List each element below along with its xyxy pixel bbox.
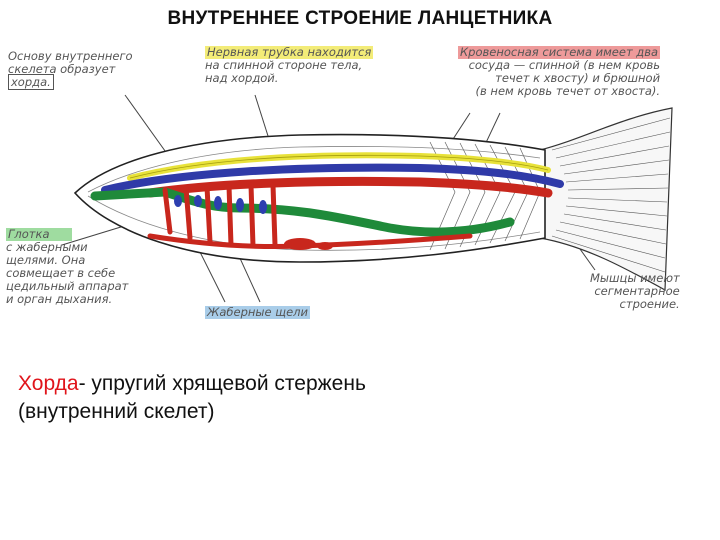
definition-body: - упругий хрящевой стержень bbox=[79, 372, 366, 395]
definition-term: Хорда bbox=[18, 372, 79, 395]
heart-bulb-2 bbox=[317, 242, 333, 250]
note-skeleton-line: хорда. bbox=[8, 74, 54, 90]
note-gills-highlight: Жаберные щели bbox=[205, 306, 310, 319]
note-pharynx-line: и орган дыхания. bbox=[6, 293, 128, 306]
note-gills: Жаберные щели bbox=[205, 306, 310, 319]
note-muscles: Мышцы имеют сегментарное строение. bbox=[590, 272, 680, 311]
note-blood: Кровеносная система имеет два сосуда — с… bbox=[458, 46, 660, 98]
heart-bulb bbox=[284, 238, 316, 250]
note-muscles-line: строение. bbox=[590, 298, 680, 311]
definition-line2: (внутренний скелет) bbox=[18, 398, 708, 426]
tail-fin bbox=[540, 108, 672, 290]
note-nerve-line: над хордой. bbox=[205, 72, 373, 85]
note-skeleton: Основу внутреннего скелета образует хорд… bbox=[8, 50, 133, 89]
note-pharynx: Глотка с жаберными щелями. Она совмещает… bbox=[6, 228, 128, 306]
note-nerve: Нервная трубка находится на спинной стор… bbox=[205, 46, 373, 85]
definition-text: Хорда- упругий хрящевой стержень (внутре… bbox=[18, 370, 708, 426]
note-blood-line: (в нем кровь течет от хвоста). bbox=[458, 85, 660, 98]
